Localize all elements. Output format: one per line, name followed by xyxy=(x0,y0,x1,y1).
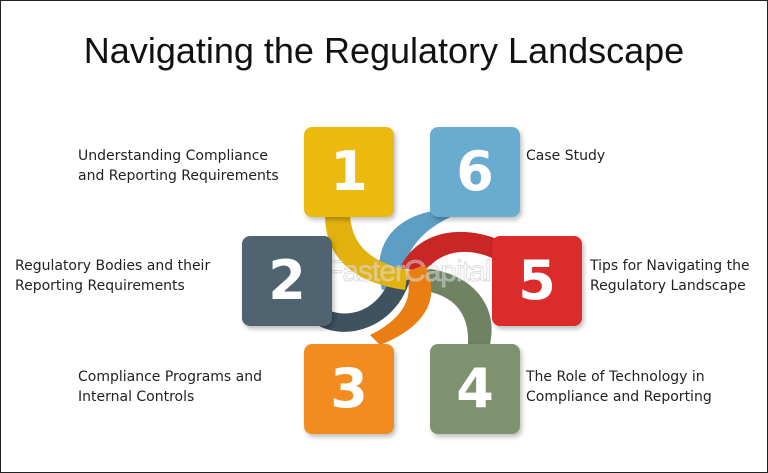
step-3-box: 3 xyxy=(304,344,394,434)
step-6-box: 6 xyxy=(430,127,520,217)
step-2-number: 2 xyxy=(268,249,306,312)
step-3-label-line1: Compliance Programs and xyxy=(78,369,263,385)
step-5-label-line2: Regulatory Landscape xyxy=(590,278,746,294)
step-5-box: 5 xyxy=(492,236,582,326)
step-4-label-line2: Compliance and Reporting xyxy=(526,389,712,405)
step-5-label-line1: Tips for Navigating the xyxy=(590,258,750,274)
step-3-label-line2: Internal Controls xyxy=(78,389,195,405)
watermark: FasterCapital xyxy=(324,255,491,289)
step-4-number: 4 xyxy=(456,357,494,420)
step-1-box: 1 xyxy=(304,127,394,217)
step-1-label-line1: Understanding Compliance xyxy=(78,148,269,164)
step-1-number: 1 xyxy=(330,140,368,203)
step-3-number: 3 xyxy=(330,357,368,420)
step-6-label: Case Study xyxy=(526,146,605,166)
ribbon-2 xyxy=(310,278,410,332)
step-2-label-line1: Regulatory Bodies and their xyxy=(15,258,211,274)
step-3-label: Compliance Programs and Internal Control… xyxy=(78,367,262,407)
step-4-label: The Role of Technology in Compliance and… xyxy=(526,367,712,407)
step-2-label-line2: Reporting Requirements xyxy=(15,278,185,294)
step-4-label-line1: The Role of Technology in xyxy=(526,369,705,385)
step-2-box: 2 xyxy=(242,236,332,326)
step-5-number: 5 xyxy=(518,249,556,312)
ribbon-1 xyxy=(325,215,408,290)
step-2-label: Regulatory Bodies and their Reporting Re… xyxy=(15,256,210,296)
ribbon-4 xyxy=(415,268,492,345)
step-4-box: 4 xyxy=(430,344,520,434)
step-6-number: 6 xyxy=(456,140,494,203)
step-6-label-line1: Case Study xyxy=(526,148,606,164)
step-1-label: Understanding Compliance and Reporting R… xyxy=(78,146,279,186)
diagram-title: Navigating the Regulatory Landscape xyxy=(83,30,685,71)
step-5-label: Tips for Navigating the Regulatory Lands… xyxy=(590,256,750,296)
ribbon-5 xyxy=(400,231,500,272)
step-1-label-line2: and Reporting Requirements xyxy=(78,168,279,184)
ribbon-3 xyxy=(370,265,432,345)
